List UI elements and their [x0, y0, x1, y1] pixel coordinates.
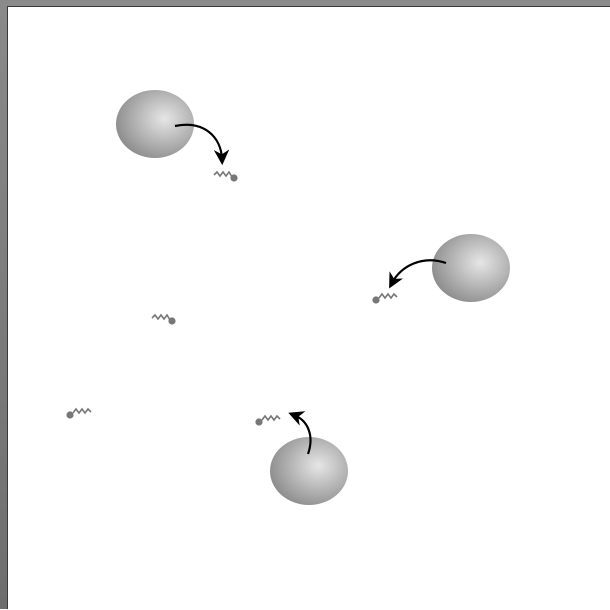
cell-2: [432, 234, 510, 302]
molecule-1: [214, 172, 238, 182]
molecule-3: [255, 416, 280, 426]
signaling-diagram: [8, 7, 610, 610]
molecule-4: [152, 315, 176, 325]
molecule-5: [66, 409, 91, 419]
molecule-2: [372, 294, 397, 304]
diagram-canvas: [7, 6, 610, 609]
